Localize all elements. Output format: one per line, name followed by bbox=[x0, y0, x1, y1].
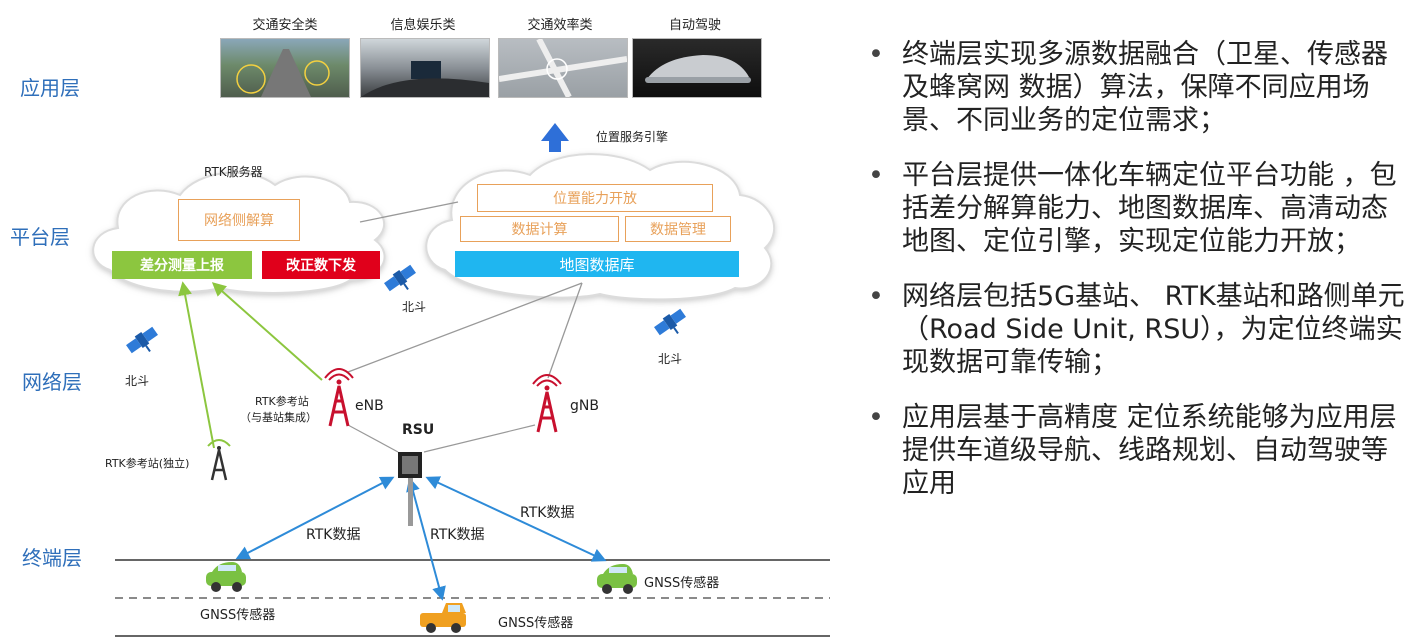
capability-open-box: 位置能力开放 bbox=[477, 184, 713, 212]
app-title-efficiency: 交通效率类 bbox=[527, 18, 593, 33]
rtk-ref-integrated-label: RTK参考站 bbox=[255, 395, 309, 408]
data-manage-box: 数据管理 bbox=[625, 216, 731, 242]
gnss-sensor-label: GNSS传感器 bbox=[644, 576, 720, 591]
satellite-icon bbox=[384, 264, 416, 292]
rtk-data-label: RTK数据 bbox=[430, 527, 485, 543]
bullet-application-layer: 应用层基于高精度 定位系统能够为应用层提供车道级导航、线路规划、自动驾驶等应用 bbox=[862, 401, 1407, 500]
layer-label-terminal: 终端层 bbox=[22, 546, 82, 570]
beidou-label: 北斗 bbox=[125, 374, 150, 388]
gnss-sensor-label: GNSS传感器 bbox=[200, 608, 276, 623]
network-solve-box: 网络侧解算 bbox=[178, 199, 300, 241]
layer-label-application: 应用层 bbox=[20, 76, 80, 100]
rtk-server-label: RTK服务器 bbox=[204, 165, 263, 179]
layer-label-network: 网络层 bbox=[22, 370, 82, 394]
rsu-label: RSU bbox=[402, 422, 435, 438]
rtk-ref-standalone-label: RTK参考站(独立) bbox=[105, 457, 190, 470]
arrow-enb-to-server bbox=[211, 282, 323, 381]
bullet-terminal-layer: 终端层实现多源数据融合（卫星、传感器及蜂窝网 数据）算法，保障不同应用场景、不同… bbox=[862, 38, 1407, 137]
app-image-autonomous bbox=[632, 38, 762, 98]
link-gnb-platform bbox=[547, 282, 583, 379]
app-image-safety bbox=[220, 38, 350, 98]
satellite-icon bbox=[654, 308, 686, 336]
app-title-infotainment: 信息娱乐类 bbox=[390, 18, 456, 33]
rtk-standalone-tower-icon bbox=[207, 439, 231, 481]
car-icon bbox=[597, 564, 637, 594]
link-rsu-enb bbox=[347, 424, 399, 453]
link-enb-platform bbox=[347, 282, 583, 373]
app-image-infotainment bbox=[360, 38, 490, 98]
rsu-icon bbox=[398, 452, 422, 526]
car-icon bbox=[206, 562, 246, 592]
bullet-network-layer: 网络层包括5G基站、 RTK基站和路侧单元（Road Side Unit, RS… bbox=[862, 280, 1407, 379]
rtk-ref-integrated-note: （与基站集成） bbox=[240, 411, 317, 424]
beidou-label: 北斗 bbox=[402, 300, 427, 314]
gnss-sensor-label: GNSS传感器 bbox=[498, 616, 574, 631]
architecture-diagram: 应用层 平台层 网络层 终端层 交通安全类 信息娱乐类 交通效率类 自动驾驶 位… bbox=[10, 18, 830, 637]
app-image-efficiency bbox=[498, 38, 628, 98]
app-title-autonomous: 自动驾驶 bbox=[668, 18, 721, 33]
beidou-label: 北斗 bbox=[658, 352, 683, 366]
bullet-platform-layer: 平台层提供一体化车辆定位平台功能 ，包括差分解算能力、地图数据库、高清动态地图、… bbox=[862, 159, 1407, 258]
enb-tower-icon bbox=[324, 368, 354, 427]
rtk-data-label: RTK数据 bbox=[306, 527, 361, 543]
location-engine-label: 位置服务引擎 bbox=[596, 130, 669, 144]
up-arrow-icon bbox=[541, 123, 569, 152]
arrow-rsu-car-left bbox=[235, 476, 395, 560]
diff-report-box: 差分测量上报 bbox=[112, 251, 252, 279]
arrow-standalone-to-server bbox=[178, 281, 215, 449]
app-title-safety: 交通安全类 bbox=[252, 18, 318, 33]
map-db-box: 地图数据库 bbox=[455, 251, 739, 277]
gnb-tower-icon bbox=[532, 374, 562, 433]
gnb-label: gNB bbox=[570, 398, 599, 414]
pickup-truck-icon bbox=[420, 603, 466, 633]
satellite-icon bbox=[126, 326, 158, 354]
layer-label-platform: 平台层 bbox=[10, 225, 70, 249]
link-rsu-gnb bbox=[423, 424, 536, 453]
enb-label: eNB bbox=[355, 398, 384, 414]
correction-send-box: 改正数下发 bbox=[262, 251, 380, 279]
arrow-rsu-car-right bbox=[425, 476, 607, 562]
rtk-data-label: RTK数据 bbox=[520, 505, 575, 521]
data-compute-box: 数据计算 bbox=[460, 216, 619, 242]
description-bullet-list: 终端层实现多源数据融合（卫星、传感器及蜂窝网 数据）算法，保障不同应用场景、不同… bbox=[862, 38, 1407, 522]
link-rtkserver-platform bbox=[359, 201, 459, 223]
